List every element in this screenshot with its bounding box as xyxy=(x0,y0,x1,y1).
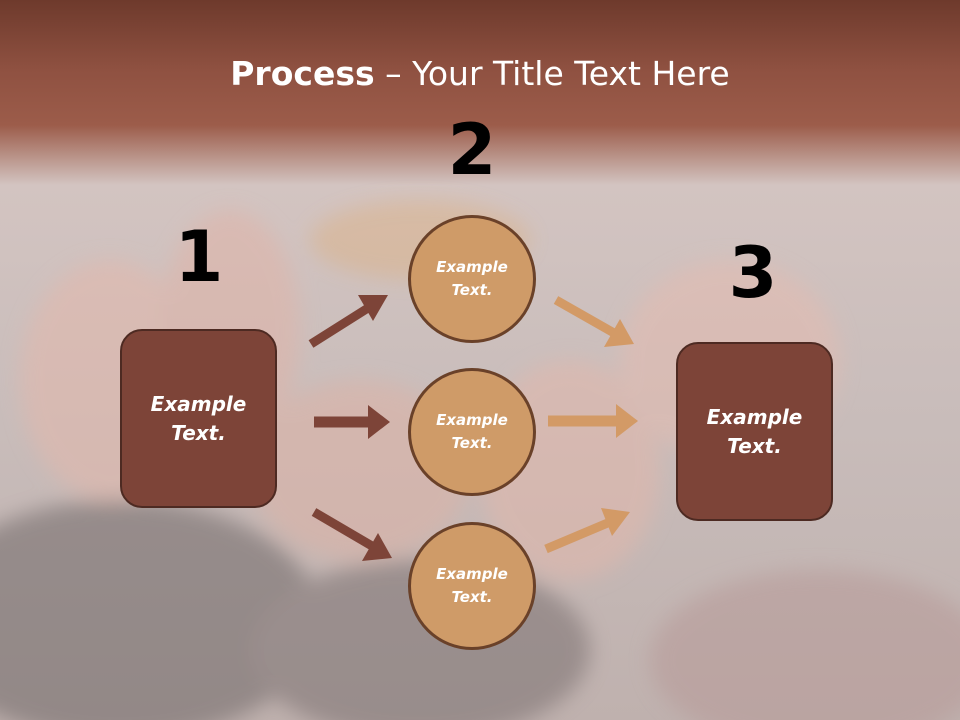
middle-circle-center: Example Text. xyxy=(408,368,536,496)
start-box: Example Text. xyxy=(120,329,277,508)
arrow-start-to-bottom xyxy=(311,508,392,561)
middle-circle-top-label: Example Text. xyxy=(436,258,508,299)
arrow-top-to-end xyxy=(553,296,634,347)
step-number-3: 3 xyxy=(728,232,778,314)
slide-title: Process – Your Title Text Here xyxy=(0,52,960,96)
end-box: Example Text. xyxy=(676,342,833,521)
arrow-center-to-end xyxy=(548,404,638,438)
middle-circle-top: Example Text. xyxy=(408,215,536,343)
arrow-start-to-top xyxy=(308,295,388,348)
title-bold: Process xyxy=(230,54,375,93)
title-rest: – Your Title Text Here xyxy=(374,54,730,93)
arrow-start-to-center xyxy=(314,405,390,439)
step-number-2: 2 xyxy=(447,109,497,191)
middle-circle-center-label: Example Text. xyxy=(436,411,508,452)
middle-circle-bottom: Example Text. xyxy=(408,522,536,650)
middle-circle-bottom-label: Example Text. xyxy=(436,565,508,606)
arrow-bottom-to-end xyxy=(544,508,630,554)
end-box-label: Example Text. xyxy=(706,404,803,458)
step-number-1: 1 xyxy=(174,216,224,298)
start-box-label: Example Text. xyxy=(150,391,247,445)
